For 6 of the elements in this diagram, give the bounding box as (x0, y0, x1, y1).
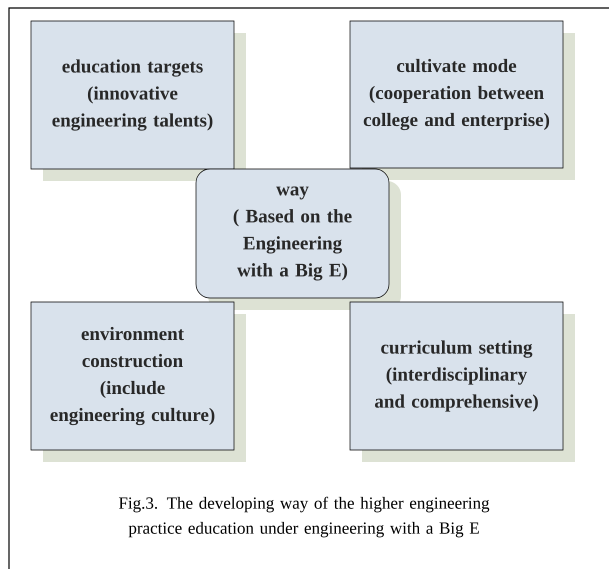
text-box: cultivate mode (cooperation between college and enterprise) (350, 20, 564, 168)
caption: Fig.3. The developing way of the higher engineering practice education under engineering with a Big E (118, 496, 490, 538)
text-box: education targets (innovative engineering talents) (30, 20, 234, 170)
text-box: environment construction (include engineering culture) (30, 302, 234, 450)
rounded-box: way ( Based on the Engineering with a Big E) (196, 168, 390, 298)
text-box: curriculum setting (interdisciplinary and comprehensive) (350, 302, 564, 450)
